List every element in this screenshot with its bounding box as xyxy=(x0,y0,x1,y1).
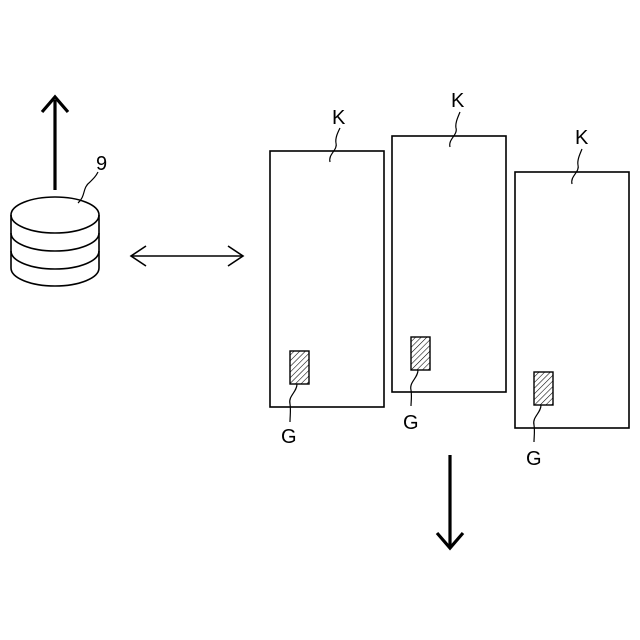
double-arrow-icon xyxy=(131,246,243,266)
card-1-tag xyxy=(290,351,309,384)
arrow-up-icon xyxy=(42,97,68,190)
card-3-label: K xyxy=(575,127,589,149)
database-icon xyxy=(11,197,99,286)
card-2-tag xyxy=(411,337,430,370)
card-3-tag-label: G xyxy=(526,448,542,470)
card-1-label: K xyxy=(332,107,346,129)
card-2-label: K xyxy=(451,90,465,112)
card-3: K G xyxy=(515,127,629,470)
card-2: K G xyxy=(392,90,506,434)
arrow-down-icon xyxy=(437,455,463,548)
database-leader-line xyxy=(78,172,98,203)
database-label: 9 xyxy=(96,153,107,175)
card-1-tag-label: G xyxy=(281,426,297,448)
card-3-tag xyxy=(534,372,553,405)
card-2-tag-label: G xyxy=(403,412,419,434)
card-1: K G xyxy=(270,107,384,448)
